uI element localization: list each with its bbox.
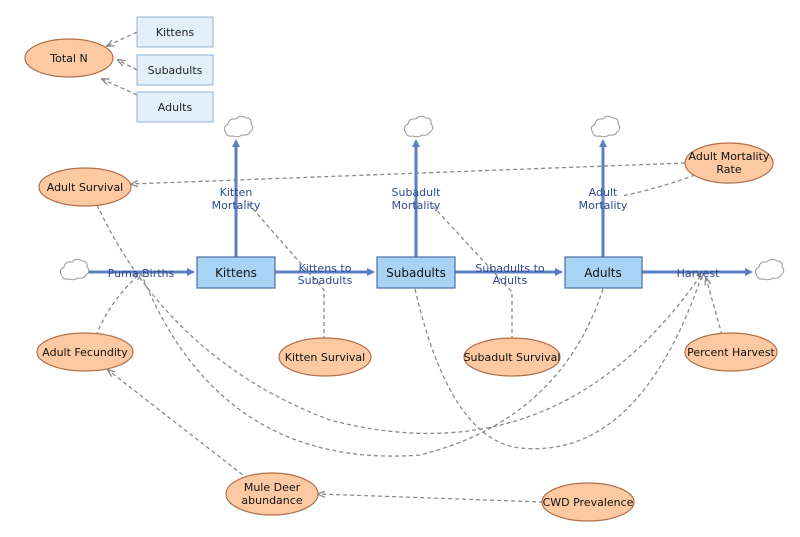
stock-subadults[interactable]: Subadults bbox=[376, 256, 456, 289]
variable-kitten-survival-label: Kitten Survival bbox=[285, 351, 365, 364]
variable-subadult-survival-label: Subadult Survival bbox=[464, 351, 561, 364]
cloud-icon bbox=[403, 115, 434, 138]
link-kitten-survival-to-kitten-mortality bbox=[244, 199, 325, 340]
variable-mule-deer-label-line2: abundance bbox=[241, 494, 302, 507]
stock-subadults-label: Subadults bbox=[386, 266, 446, 280]
ghost-subadults[interactable]: Subadults bbox=[136, 54, 214, 86]
flow-subadults-to-adults-label-line1[interactable]: Subadults to bbox=[475, 262, 545, 275]
variable-adult-survival[interactable]: Adult Survival bbox=[38, 167, 132, 207]
link-adult-fecundity-to-puma-births bbox=[95, 273, 141, 337]
link-adult-survival-to-harvest bbox=[96, 204, 703, 435]
link-mule-deer-to-adult-fecundity bbox=[108, 370, 249, 480]
ghost-kittens[interactable]: Kittens bbox=[136, 16, 214, 48]
flow-adult-mortality-label-line2[interactable]: Mortality bbox=[579, 199, 628, 212]
flow-labels: Puma Births Kittens to Subadults Subadul… bbox=[108, 186, 720, 287]
stock-adults[interactable]: Adults bbox=[564, 256, 643, 289]
link-subadults-ghost-to-total-n bbox=[118, 60, 138, 71]
link-subadult-survival-to-subadult-mortality bbox=[429, 202, 513, 340]
variable-cwd-prevalence[interactable]: CWD Prevalence bbox=[541, 482, 635, 522]
link-mortality-rate-to-adult-survival bbox=[131, 162, 686, 184]
cloud-icon bbox=[754, 258, 785, 281]
ghost-adults-label: Adults bbox=[158, 101, 193, 114]
flow-adult-mortality-label-line1[interactable]: Adult bbox=[589, 186, 618, 199]
cloud-icon bbox=[590, 115, 621, 138]
link-kittens-ghost-to-total-n bbox=[107, 31, 138, 46]
flow-subadult-mortality-label-line1[interactable]: Subadult bbox=[391, 186, 441, 199]
variable-adult-mortality-rate-label-line1: Adult Mortality bbox=[689, 150, 770, 163]
link-adults-to-puma-births bbox=[140, 272, 604, 457]
cloud-icon bbox=[223, 115, 254, 138]
variable-adult-survival-label: Adult Survival bbox=[47, 181, 124, 194]
variable-adult-mortality-rate[interactable]: Adult Mortality Rate bbox=[684, 142, 774, 184]
variable-total-n[interactable]: Total N bbox=[24, 38, 114, 78]
link-cwd-to-mule-deer bbox=[318, 494, 544, 503]
variable-adult-fecundity[interactable]: Adult Fecundity bbox=[36, 332, 134, 372]
flow-kittens-to-subadults-label-line2[interactable]: Subadults bbox=[298, 274, 353, 287]
variable-subadult-survival[interactable]: Subadult Survival bbox=[463, 337, 561, 377]
flow-kittens-to-subadults-label-line1[interactable]: Kittens to bbox=[299, 262, 352, 275]
variable-adult-fecundity-label: Adult Fecundity bbox=[42, 346, 128, 359]
variable-adult-mortality-rate-label-line2: Rate bbox=[716, 163, 741, 176]
link-mortality-rate-to-adult-mortality bbox=[621, 174, 696, 197]
variable-percent-harvest-label: Percent Harvest bbox=[687, 346, 775, 359]
flows bbox=[82, 139, 753, 276]
variable-kitten-survival[interactable]: Kitten Survival bbox=[278, 337, 372, 377]
cloud-icon bbox=[59, 258, 90, 281]
variable-total-n-label: Total N bbox=[49, 52, 87, 65]
ghost-subadults-label: Subadults bbox=[148, 64, 203, 77]
ghost-adults[interactable]: Adults bbox=[136, 91, 214, 123]
flow-kitten-mortality-label-line2[interactable]: Mortality bbox=[212, 199, 261, 212]
flow-subadult-mortality-label-line2[interactable]: Mortality bbox=[392, 199, 441, 212]
link-percent-harvest-to-harvest bbox=[706, 278, 723, 336]
stock-kittens[interactable]: Kittens bbox=[196, 256, 276, 289]
flow-kitten-mortality-label-line1[interactable]: Kitten bbox=[220, 186, 253, 199]
link-adults-ghost-to-total-n bbox=[102, 79, 138, 96]
stock-kittens-label: Kittens bbox=[215, 266, 257, 280]
link-subadults-to-harvest bbox=[414, 271, 704, 450]
variable-mule-deer-label-line1: Mule Deer bbox=[244, 481, 301, 494]
clouds bbox=[59, 115, 785, 281]
variable-cwd-prevalence-label: CWD Prevalence bbox=[543, 496, 634, 509]
ghost-kittens-label: Kittens bbox=[156, 26, 195, 39]
variable-percent-harvest[interactable]: Percent Harvest bbox=[684, 332, 778, 372]
links bbox=[95, 31, 723, 503]
flow-subadults-to-adults-label-line2[interactable]: Adults bbox=[493, 274, 528, 287]
flow-harvest-label[interactable]: Harvest bbox=[677, 267, 721, 280]
stock-adults-label: Adults bbox=[584, 266, 622, 280]
flow-puma-births-label[interactable]: Puma Births bbox=[108, 267, 175, 280]
variable-mule-deer-abundance[interactable]: Mule Deer abundance bbox=[225, 472, 319, 516]
